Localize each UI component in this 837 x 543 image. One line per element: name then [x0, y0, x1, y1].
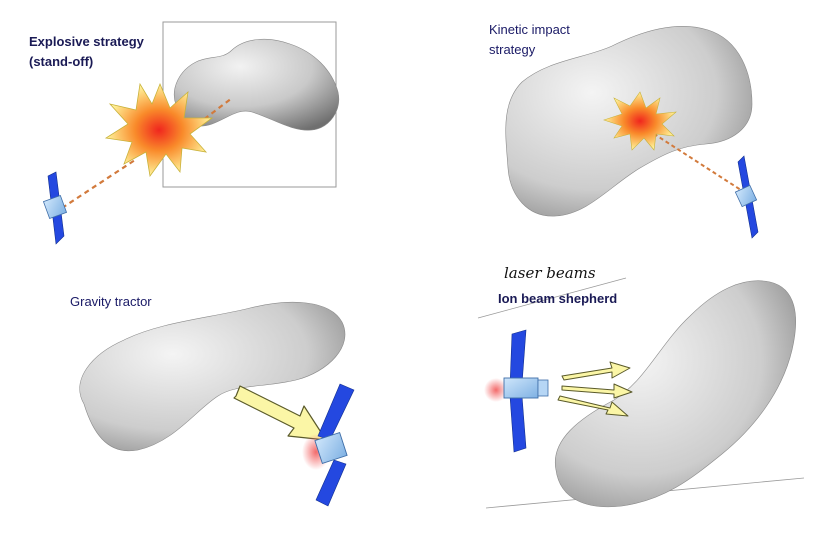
spacecraft-icon	[734, 155, 759, 239]
trajectory-line	[61, 159, 136, 209]
kinetic-impact-label: Kinetic impact strategy	[489, 20, 570, 60]
panel-gravity	[79, 301, 355, 507]
panel-explosive	[42, 21, 340, 245]
trajectory-line	[647, 129, 745, 193]
explosive-title-line1: Explosive strategy	[29, 34, 144, 49]
gravity-tractor-label: Gravity tractor	[70, 294, 152, 309]
explosion-icon	[603, 91, 677, 151]
perspective-line	[477, 277, 627, 319]
spacecraft-icon	[484, 329, 549, 453]
asteroid	[174, 38, 340, 131]
ion-beam-shepherd-label: Ion beam shepherd	[498, 291, 618, 306]
explosive-strategy-label: Explosive strategy (stand-off)	[29, 32, 144, 72]
asteroid	[79, 301, 346, 452]
handwritten-note: laser beams	[504, 264, 596, 282]
spacecraft-icon	[42, 171, 68, 245]
asteroid	[554, 280, 796, 508]
kinetic-title-line1: Kinetic impact	[489, 22, 570, 37]
force-arrow	[233, 385, 327, 441]
panel-kinetic	[505, 26, 759, 239]
kinetic-title-line2: strategy	[489, 42, 536, 58]
explosion-icon	[104, 82, 214, 178]
explosive-title-line2: (stand-off)	[29, 54, 94, 70]
spacecraft-icon	[302, 383, 355, 507]
panel-ion	[477, 277, 805, 509]
ion-beam-arrow	[557, 361, 633, 417]
